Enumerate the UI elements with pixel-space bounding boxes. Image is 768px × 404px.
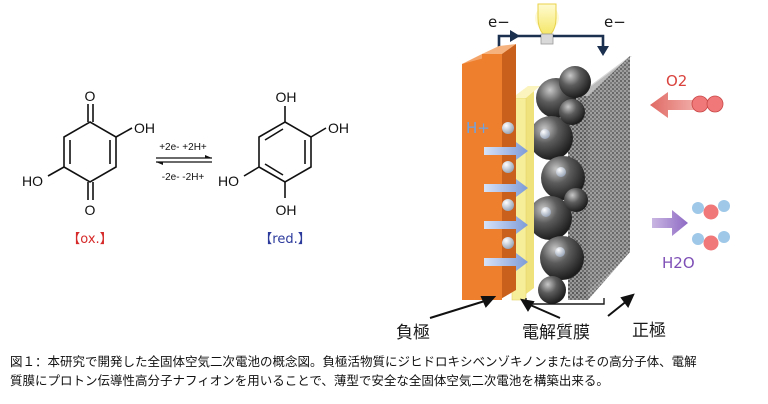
hydroquinone-reduced-structure: OH OH OH HO (218, 89, 349, 218)
electron-label-right: e− (604, 13, 626, 31)
cathode-label: 正極 (632, 321, 666, 341)
battery-concept-figure: O O OH HO 【ox.】 +2e- +2H+ -2e- -2H+ OH O… (22, 3, 730, 343)
reverse-condition: -2e- -2H+ (162, 172, 205, 183)
anode-label: 負極 (396, 323, 430, 343)
caption-line-1: 図１：本研究で開発した全固体空気二次電池の概念図。負極活物質にジヒドロキシベンゾ… (10, 354, 697, 369)
water-label: H2O (662, 254, 695, 272)
ox-hydroxyl-right: OH (134, 120, 155, 136)
red-hydroxyl-bottom: OH (276, 202, 297, 218)
anode-electrode (462, 44, 516, 300)
label-pointer-arrows (429, 293, 635, 319)
red-hydroxyl-top: OH (276, 89, 297, 105)
forward-condition: +2e- +2H+ (159, 142, 207, 153)
oxygen-label: O2 (666, 72, 687, 90)
red-hydroxyl-left: HO (218, 173, 239, 189)
ox-top-oxygen: O (85, 88, 96, 104)
electron-arrow-left-icon (510, 30, 520, 42)
caption-line-2: 質膜にプロトン伝導性高分子ナフィオンを用いることで、薄型で安全な全固体空気二次電… (10, 373, 609, 388)
red-label: 【red.】 (259, 232, 310, 247)
ox-bottom-oxygen: O (85, 202, 96, 218)
quinone-oxidized-structure: O O OH HO (22, 88, 155, 218)
oxygen-molecule-icon (691, 95, 724, 113)
electron-label-left: e− (488, 13, 510, 31)
electrolyte-label: 電解質膜 (522, 323, 590, 343)
external-circuit-wire (497, 34, 605, 50)
equilibrium-arrows: +2e- +2H+ -2e- -2H+ (156, 142, 212, 183)
proton-transport-arrows (484, 142, 528, 271)
proton-particles (502, 122, 566, 257)
air-cathode-particles (528, 66, 591, 304)
ox-label: 【ox.】 (67, 232, 112, 247)
lightbulb-icon (535, 3, 559, 45)
electron-arrow-right-icon (597, 46, 609, 56)
proton-label: H+ (466, 119, 490, 137)
red-hydroxyl-right: OH (328, 120, 349, 136)
water-outflow-arrow (652, 210, 688, 236)
figure-caption: 図１：本研究で開発した全固体空気二次電池の概念図。負極活物質にジヒドロキシベンゾ… (10, 352, 762, 390)
ox-hydroxyl-left: HO (22, 173, 43, 189)
oxygen-inflow-arrow (650, 92, 700, 118)
electrolyte-bracket (525, 298, 605, 305)
water-molecule-icons (692, 200, 730, 251)
